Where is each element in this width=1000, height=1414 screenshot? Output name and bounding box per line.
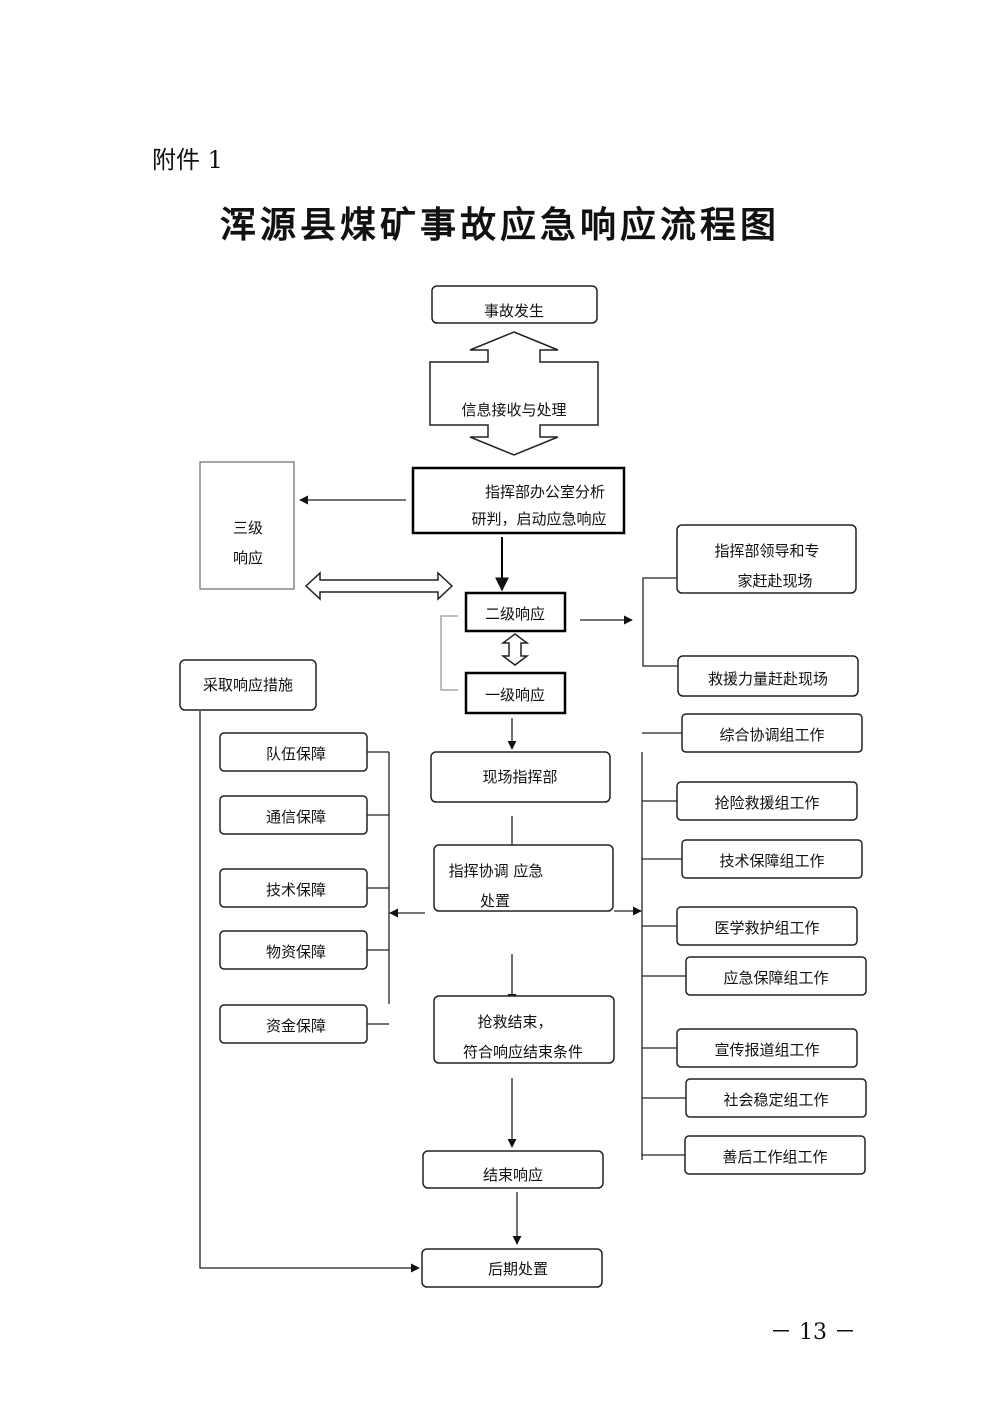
site-hq-box [430,751,611,803]
work-group-label: 医学救护组工作 [714,919,819,937]
coord-label-line2: 处置 [480,892,510,910]
guarantee-label: 队伍保障 [266,745,326,763]
end-response-box [422,1150,604,1189]
leaders-label-line1: 指挥部领导和专 [714,542,819,560]
level2-level1-double-arrow [500,633,530,666]
work-group-label: 综合协调组工作 [719,726,824,744]
level1-box [464,671,567,715]
level3-box [199,461,295,590]
leaders-bracket [642,577,678,667]
site-hq-label: 现场指挥部 [482,768,557,786]
office-label-line1: 指挥部办公室分析 [485,483,605,501]
aftermath-label: 后期处置 [488,1260,548,1278]
guarantee-label: 资金保障 [266,1017,326,1035]
info-label: 信息接收与处理 [461,401,566,419]
measures-box [179,659,317,711]
rescue-end-label-line2: 符合响应结束条件 [463,1043,583,1061]
office-box [411,466,626,535]
attachment-label: 附件 1 [152,146,223,174]
guarantee-label: 物资保障 [266,943,326,961]
work-group-label: 技术保障组工作 [719,852,824,870]
work-groups-group: 综合协调组工作抢险救援组工作技术保障组工作医学救护组工作应急保障组工作宣传报道组… [642,713,867,1175]
arrow-measures-to-aftermath [199,711,420,1273]
level3-label-line1: 三级 [233,519,263,537]
guarantee-label: 通信保障 [266,808,326,826]
info-double-arrow [429,331,599,456]
work-group-label: 社会稳定组工作 [723,1091,828,1109]
level3-level2-double-arrow [304,571,454,601]
work-group-label: 善后工作组工作 [722,1148,827,1166]
office-label-line2: 研判，启动应急响应 [471,510,606,528]
work-group-label: 宣传报道组工作 [714,1041,819,1059]
measures-label: 采取响应措施 [203,676,293,694]
end-response-label: 结束响应 [483,1166,543,1184]
page-number: － 13 － [770,1320,856,1345]
level2-box [464,591,567,633]
accident-box [431,285,598,324]
level3-label-line2: 响应 [233,549,263,567]
level2-label: 二级响应 [485,605,545,623]
coord-label-line1: 指挥协调 应急 [449,862,544,880]
coord-box [433,844,614,912]
accident-label: 事故发生 [484,302,544,320]
level-bracket [440,615,458,691]
rescue-end-label-line1: 抢救结束， [477,1013,552,1031]
rescue-end-box [433,995,615,1064]
guarantee-label: 技术保障 [266,881,326,899]
leaders-box [676,524,857,594]
page-title: 浑源县煤矿事故应急响应流程图 [219,205,780,246]
work-group-label: 应急保障组工作 [723,969,828,987]
level1-label: 一级响应 [485,686,545,704]
rescue-force-label: 救援力量赶赴现场 [708,670,828,688]
rescue-force-box [677,655,859,697]
aftermath-box [421,1248,603,1288]
leaders-label-line2: 家赶赴现场 [737,572,812,590]
work-group-label: 抢险救援组工作 [714,794,819,812]
